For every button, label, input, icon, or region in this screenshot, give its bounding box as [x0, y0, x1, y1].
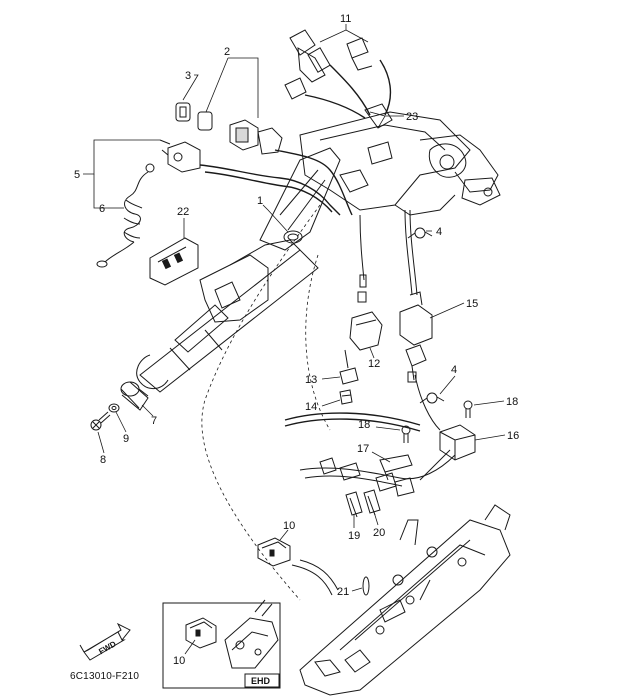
callout-2: 2: [224, 46, 230, 58]
part-14-bolt: [339, 389, 353, 405]
callout-23: 23: [406, 111, 418, 123]
callout-6: 6: [99, 203, 105, 215]
fwd-label: FWD: [97, 639, 117, 656]
callout-12: 12: [368, 358, 380, 370]
callout-9: 9: [123, 433, 129, 445]
callout-7: 7: [151, 415, 157, 427]
wiring-harness-lines: [199, 59, 456, 601]
callout-4-lower: 4: [451, 364, 457, 376]
callout-16: 16: [507, 430, 519, 442]
callout-10-inset: 10: [173, 655, 185, 667]
part-22-grip-cover: [149, 237, 199, 286]
callout-21: 21: [337, 586, 349, 598]
callout-10-upper: 10: [283, 520, 295, 532]
callout-8: 8: [100, 454, 106, 466]
part-19-cap: [345, 491, 363, 518]
callout-19: 19: [348, 530, 360, 542]
callout-20: 20: [373, 527, 385, 539]
part-9-washer: [108, 403, 120, 413]
part-12-bracket: [349, 274, 383, 351]
callout-14: 14: [305, 401, 317, 413]
part-16-relay-box: [439, 424, 476, 461]
ehd-inset: [162, 599, 281, 689]
callout-11: 11: [340, 13, 351, 25]
part-15-connector: [399, 291, 433, 383]
part-13-plate: [339, 349, 359, 385]
part-17-connector: [379, 454, 413, 481]
harness-connectors-mid: [319, 457, 415, 497]
callout-13: 13: [305, 374, 317, 386]
callout-18-upper: 18: [506, 396, 518, 408]
part-11-connector: [284, 29, 393, 129]
callout-15: 15: [466, 298, 478, 310]
part-18-screw-lower: [401, 425, 411, 443]
part-4-clip-lower: [419, 392, 445, 404]
callout-22: 22: [177, 206, 189, 218]
callout-numbers: 1 2 3 4 4 5 6 7 8 9 10 10 11 12 13 14 15…: [74, 13, 519, 667]
part-21-seal: [362, 576, 370, 596]
part-18-screw-upper: [463, 400, 473, 418]
fwd-arrow: [79, 622, 131, 661]
callout-4-upper: 4: [436, 226, 442, 238]
part-2-3-switch: [175, 102, 283, 155]
ehd-label: EHD: [251, 676, 271, 686]
leader-lines: [83, 24, 506, 655]
part-8-screw: [90, 411, 111, 431]
part-4-clip-upper: [407, 227, 433, 239]
part-7-grommet: [120, 381, 149, 411]
tiller-handle-body: [136, 111, 501, 393]
lower-bracket-plate: [299, 504, 511, 696]
part-20-cap: [363, 489, 381, 516]
callout-18-lower: 18: [358, 419, 370, 431]
part-5-6-stop-switch-lanyard: [96, 139, 201, 268]
callout-1: 1: [257, 195, 263, 207]
part-10-connector: [257, 537, 291, 567]
diagram-code: 6C13010-F210: [70, 671, 140, 682]
callout-3: 3: [185, 70, 191, 82]
callout-5: 5: [74, 169, 80, 181]
part-1-clamp: [283, 230, 303, 244]
callout-17: 17: [357, 443, 369, 455]
